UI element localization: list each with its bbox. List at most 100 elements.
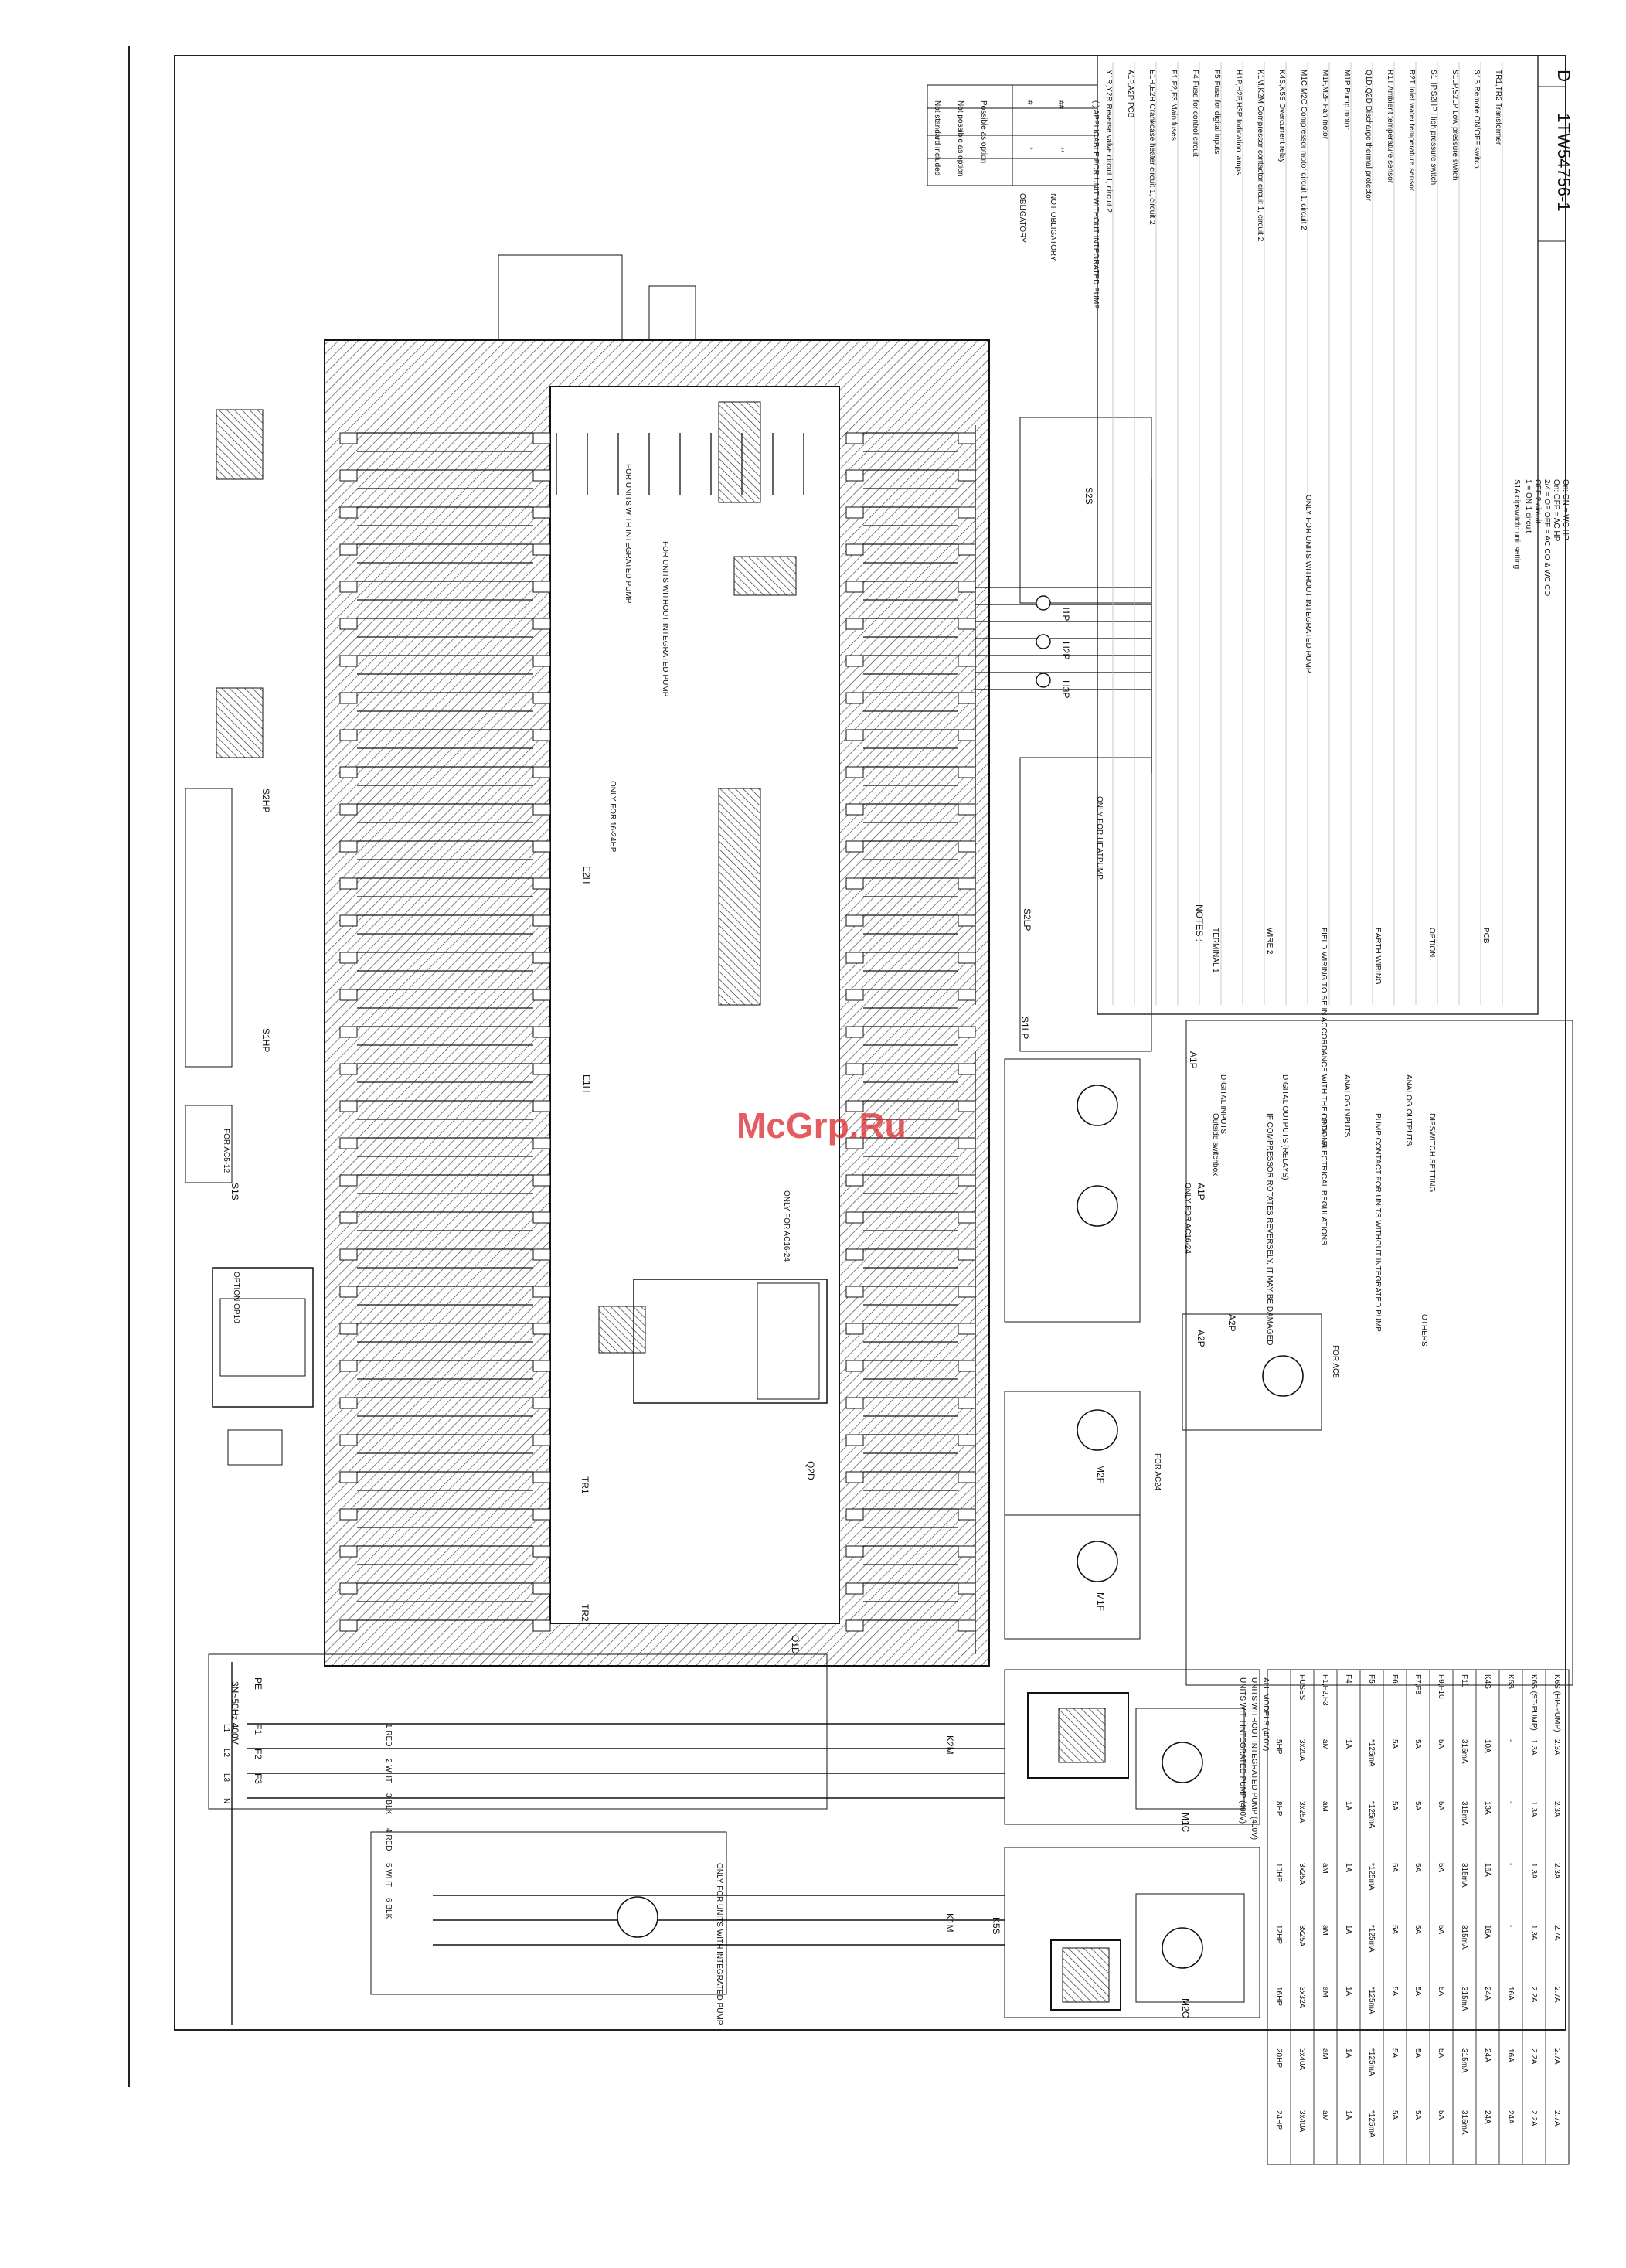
motor-symbols: [617, 595, 1304, 1969]
legend-row: H1P,H2P,H3P Indication lamps: [1234, 70, 1243, 175]
fuse-cell: 5A: [1413, 1987, 1422, 1997]
fuse-table-title: UNITS WITH INTEGRATED PUMP (400V): [1238, 1677, 1247, 1824]
legend-row: S1S Remote ON/OFF switch: [1472, 70, 1481, 169]
terminal-block: [339, 877, 358, 890]
fuse-cell: aM: [1321, 1739, 1329, 1750]
phase-label: L3: [222, 1773, 230, 1783]
panel-label-c_ac5_12: FOR AC5-12: [222, 1129, 230, 1173]
terminal-block: [845, 1397, 864, 1409]
terminal-block: [845, 803, 864, 816]
fuse-cell: *125mA: [1367, 1863, 1376, 1891]
wire-label: 2 WHT: [384, 1759, 393, 1783]
fuse-cell: 5A: [1413, 1863, 1422, 1873]
io-section-others: OTHERS: [1420, 1314, 1428, 1347]
table-row-label: NOT OBLIGATORY: [1049, 193, 1057, 261]
fuse-cell: aM: [1321, 1801, 1329, 1812]
fuse-cell: 1A: [1344, 1863, 1352, 1873]
terminal-strips: [339, 432, 976, 1632]
fuse-row-name: K6S (ST-PUMP): [1529, 1674, 1538, 1731]
terminal-block: [339, 914, 358, 927]
table-header: Not standard included: [933, 100, 941, 175]
io-section: ANALOG OUTPUTS: [1404, 1074, 1413, 1146]
terminal-block: [532, 1063, 551, 1075]
phase-label: N: [222, 1798, 230, 1803]
legend-row: K1M,K2M Compressor contactor circuit 1, …: [1256, 70, 1264, 242]
terminal-block: [958, 1211, 976, 1224]
terminal-block: [532, 692, 551, 704]
terminal-block: [532, 1174, 551, 1187]
fuse-column-header: 12HP: [1274, 1925, 1283, 1944]
diagram-labels: ONLY FOR UNITS WITH INTEGRATED PUMP ONLY …: [222, 100, 1570, 2025]
component-label-f3: F3: [253, 1773, 264, 1784]
dipswitch-line: 2/4 = OF OFF = AC CO & WC CO: [1543, 479, 1551, 596]
top-sensor-boxes: [498, 84, 1098, 341]
terminal-block: [339, 1545, 358, 1558]
wire-label: 4 RED: [384, 1828, 393, 1851]
note-item: PUMP CONTACT FOR UNITS WITHOUT INTEGRATE…: [1373, 1113, 1382, 1332]
table-note: ( ) APPLICABLE FOR UNIT WITHOUT INTEGRAT…: [1091, 100, 1100, 309]
table-header: Possible as option: [979, 100, 988, 163]
terminal-block: [532, 840, 551, 853]
legend-row: F1,F2,F3 Main fuses: [1169, 70, 1178, 141]
fuse-cell: 1.3A: [1529, 1925, 1538, 1941]
fuse-cell: aM: [1321, 1925, 1329, 1936]
dipswitch-line: 1 = ON 1 circuit: [1524, 479, 1532, 533]
bottom-power-area: [208, 1653, 1260, 2018]
fuse-cell: 5A: [1413, 1925, 1422, 1935]
terminal-block: [958, 803, 976, 816]
phase-label: L2: [222, 1749, 230, 1758]
fuse-cell: 3x25A: [1298, 1925, 1306, 1947]
fuse-cell: 2.2A: [1529, 2048, 1538, 2065]
panel-label-c_ac16_24: ONLY FOR AC16-24: [1183, 1183, 1192, 1254]
component-label-k1m: K1M: [944, 1913, 955, 1933]
fuse-cell: 2.7A: [1553, 2048, 1561, 2065]
component-label-q1d: Q1D: [790, 1635, 801, 1654]
fuse-cell: 1A: [1344, 1739, 1352, 1749]
fuse-cell: 2.7A: [1553, 1925, 1561, 1941]
fuse-cell: 2.2A: [1529, 2110, 1538, 2127]
fuse-cell: aM: [1321, 1987, 1329, 1997]
fuse-cell: 5A: [1437, 1801, 1445, 1811]
fuse-row-name: F11: [1460, 1674, 1468, 1687]
fuse-cell: aM: [1321, 1863, 1329, 1874]
panel-label-c_opt_pump: ONLY FOR UNITS WITH INTEGRATED PUMP: [715, 1863, 723, 2025]
terminal-block: [532, 1619, 551, 1632]
terminal-block: [339, 506, 358, 519]
io-section: DIGITAL OUTPUTS (RELAYS): [1281, 1074, 1289, 1180]
terminal-block: [958, 1397, 976, 1409]
legend-border: [1097, 55, 1539, 1015]
legend-row: M1F,M2F Fan motor: [1321, 70, 1329, 140]
table-mark: ##: [1056, 100, 1065, 110]
terminal-block: [532, 1397, 551, 1409]
fuse-cell: 2.7A: [1553, 2110, 1561, 2127]
component-label-tr1: TR1: [580, 1476, 590, 1494]
terminal-block: [339, 1063, 358, 1075]
legend-row: R1T Ambient temperature sensor: [1386, 70, 1394, 184]
wire-label: 3 BLK: [384, 1793, 393, 1815]
terminal-block: [958, 692, 976, 704]
terminal-block: [958, 1471, 976, 1483]
terminal-block: [958, 1063, 976, 1075]
fuse-cell: 2.2A: [1529, 1987, 1538, 2003]
note-item: IF COMPRESSOR ROTATES REVERSELY, IT MAY …: [1265, 1113, 1274, 1345]
terminal-block: [532, 989, 551, 1001]
fuse-cell: 1A: [1344, 2110, 1352, 2120]
fuse-cell: 16A: [1506, 1987, 1515, 2001]
fuse-cell: 5A: [1390, 1739, 1399, 1749]
terminal-block: [958, 1100, 976, 1112]
panel-label-c_ac5: FOR AC5: [1331, 1345, 1339, 1378]
drawing-number-text: 1TW54756-1: [1554, 113, 1573, 211]
terminal-block: [339, 1434, 358, 1446]
fuse-column-header: 16HP: [1274, 1987, 1283, 2006]
motor-circle: [1077, 1541, 1118, 1582]
component-label-h2p: H2P: [1060, 642, 1071, 659]
note-item: WIRE 2: [1265, 928, 1274, 955]
terminal-block: [845, 1137, 864, 1149]
fuse-cell: *125mA: [1367, 2110, 1376, 2138]
wiring-lines: [231, 425, 1152, 2025]
note-item: PCB: [1481, 928, 1490, 944]
panel-label-c_fan_ac24: ONLY FOR AC16-24: [782, 1190, 791, 1262]
terminal-block: [532, 1248, 551, 1261]
terminal-block: [958, 618, 976, 630]
